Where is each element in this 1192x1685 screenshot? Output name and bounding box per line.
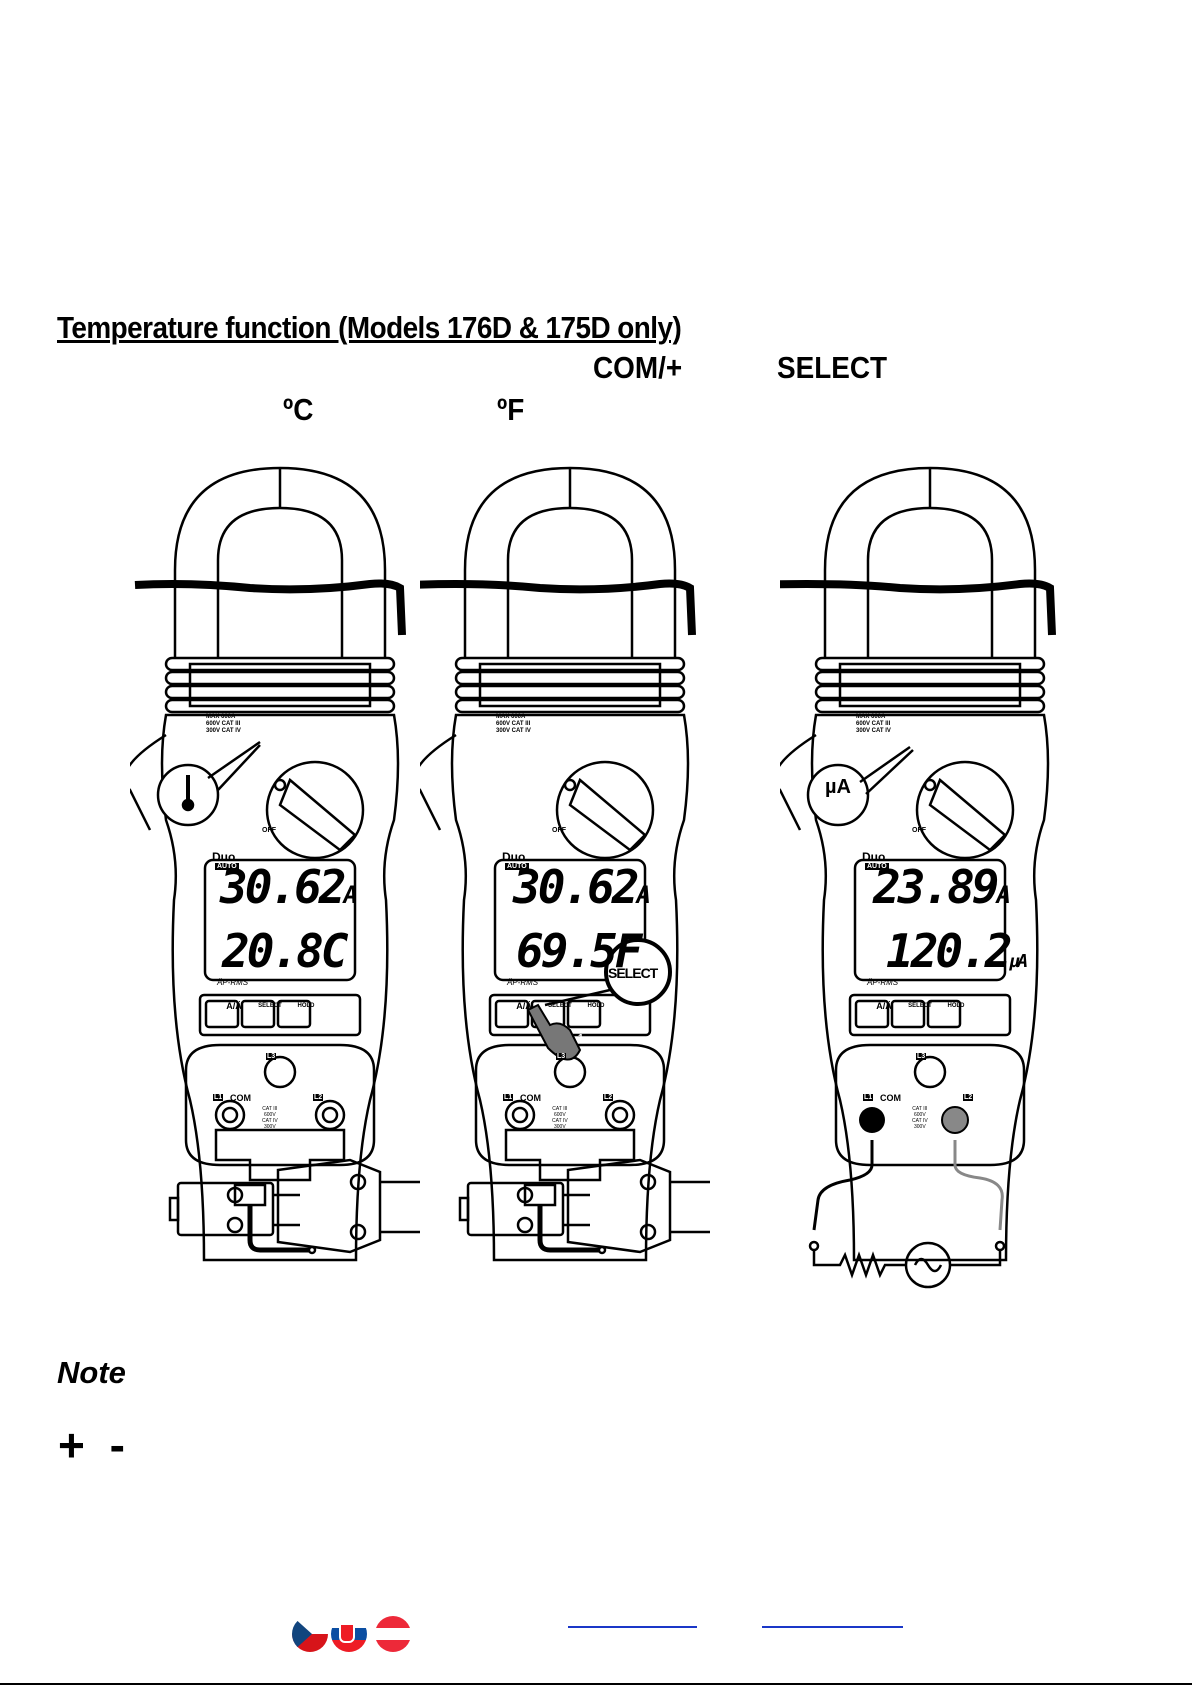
meter-1-a-button[interactable]: A/Ä (226, 1001, 242, 1011)
meter-3-auto-badge: AUTO (865, 863, 889, 870)
meter-3-com-label: COM (880, 1093, 901, 1103)
unit-celsius: ºC (283, 392, 314, 427)
unit-fahrenheit: ºF (497, 392, 525, 427)
section-title: Temperature function (Models 176D & 175D… (57, 310, 682, 345)
meter-1-com-label: COM (230, 1093, 251, 1103)
meter-3-a-button[interactable]: A/Ä (876, 1001, 892, 1011)
meter-2-hold-button[interactable]: HOLD (587, 1003, 605, 1009)
meter-3-primary-unit: A (996, 881, 1011, 909)
meter-3-brand-strip: ÄP-RMS (867, 978, 899, 987)
meter-1-brand-strip: ÄP-RMS (217, 978, 249, 987)
meter-1-select-button[interactable]: SELECT (258, 1003, 282, 1009)
czech-flag-icon (292, 1616, 328, 1652)
meter-2-a-button[interactable]: A/Ä (516, 1001, 532, 1011)
meter-2-model-label: Duo (502, 850, 526, 864)
meter-1-primary-unit: A (343, 881, 358, 909)
meter-2-select-button[interactable]: SELECT (548, 1003, 572, 1009)
meter-2-com-label: COM (520, 1093, 541, 1103)
note-label: Note (57, 1355, 126, 1390)
clamp-meter-1-illustration (130, 466, 420, 1262)
clamp-meter-3-illustration (780, 466, 1056, 1289)
austrian-flag-icon (375, 1616, 411, 1652)
meter-3-hold-button[interactable]: HOLD (947, 1003, 965, 1009)
meter-3-model-label: Duo (862, 850, 886, 864)
meter-3-primary-reading: 23.89 (873, 860, 999, 914)
footer-link-1[interactable] (568, 1626, 697, 1628)
meter-2-finger-step-badge: 1 (578, 1033, 584, 1044)
meter-1-auto-badge: AUTO (215, 863, 239, 870)
meter-3-terminal-l3: L3 (916, 1053, 927, 1060)
meter-2-terminal-l1: L1 (503, 1094, 514, 1101)
meter-3-terminal-l1: L1 (863, 1094, 874, 1101)
meter-1-terminal-l2: L2 (313, 1094, 324, 1101)
meter-1-hold-button[interactable]: HOLD (297, 1003, 315, 1009)
meter-1-terminal-l3: L3 (266, 1053, 277, 1060)
meter-2-auto-badge: AUTO (505, 863, 529, 870)
keyword-com-plus: COM/+ (593, 350, 683, 385)
clamp-meter-2-illustration (420, 466, 710, 1262)
meter-2-primary-reading: 30.62 (513, 860, 639, 914)
keyword-select: SELECT (777, 350, 888, 385)
slovak-flag-icon (331, 1616, 367, 1652)
meter-1-model-label: Duo (212, 850, 236, 864)
meter-2-terminal-l2: L2 (603, 1094, 614, 1101)
footer-link-2[interactable] (762, 1626, 903, 1628)
page-bottom-rule (0, 1683, 1192, 1685)
meter-1-primary-reading: 30.62 (220, 860, 346, 914)
meter-1-secondary-reading: 20.8C (222, 924, 348, 978)
meter-3-secondary-reading: 120.2 (886, 924, 1012, 978)
meter-3-select-button[interactable]: SELECT (908, 1003, 932, 1009)
meter-2-off-label: OFF (552, 827, 566, 834)
meter-3-microamp-callout: µA (825, 776, 851, 798)
meter-2-primary-unit: A (636, 881, 651, 909)
meter-2-secondary-reading: 69.5F (516, 924, 642, 978)
meter-3-secondary-unit: µA (1009, 951, 1028, 972)
meter-2-brand-strip: ÄP-RMS (507, 978, 539, 987)
meter-3-terminal-l2: L2 (963, 1094, 974, 1101)
meter-2-terminal-l3: L3 (556, 1053, 567, 1060)
meter-1-terminal-l1: L1 (213, 1094, 224, 1101)
meter-2-select-callout: SELECT (608, 965, 658, 981)
meter-3-off-label: OFF (912, 827, 926, 834)
polarity-symbols: + - (58, 1419, 131, 1471)
meter-1-off-label: OFF (262, 827, 276, 834)
